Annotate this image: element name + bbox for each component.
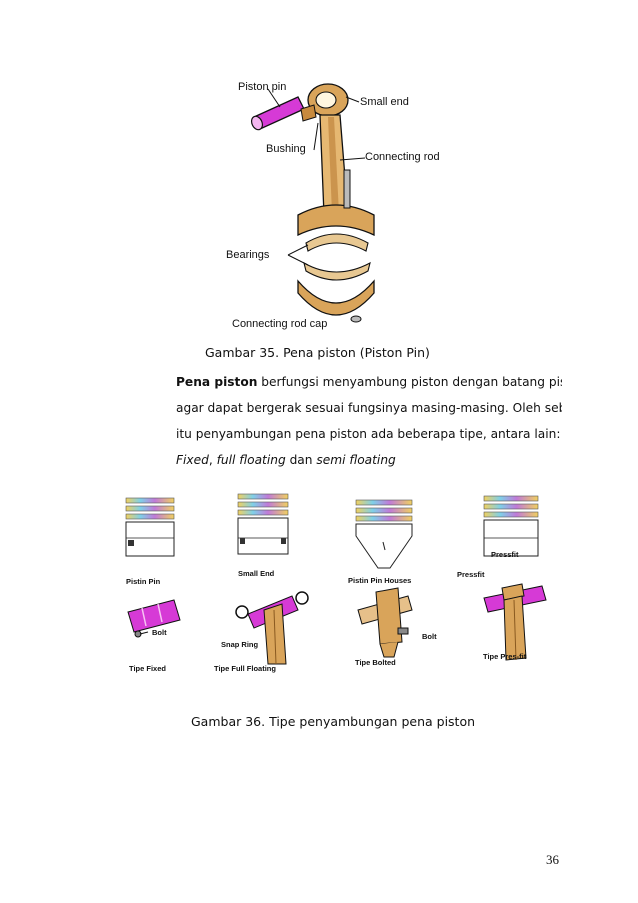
- figure-36-caption: Gambar 36. Tipe penyambungan pena piston: [191, 714, 476, 729]
- figure-piston-pin-types-illustration: [125, 493, 547, 665]
- paragraph-line-2: agar dapat bergerak sesuai fungsinya mas…: [176, 395, 562, 421]
- label-pressfit-mid: Pressfit: [457, 570, 485, 579]
- piston-pres-fit: [483, 495, 539, 557]
- label-tipe-fixed: Tipe Fixed: [129, 664, 166, 673]
- label-bolt-left: Bolt: [152, 628, 167, 637]
- label-pressfit-top: Pressfit: [491, 550, 519, 559]
- label-bearings: Bearings: [226, 249, 270, 261]
- label-tipe-bolted: Tipe Bolted: [355, 658, 396, 667]
- pin-pres-fit-drawing: [483, 583, 547, 661]
- paragraph-text: berfungsi menyambung piston dengan batan…: [261, 375, 562, 389]
- pin-fixed-drawing: [127, 599, 181, 638]
- pin-full-floating-drawing: [235, 591, 309, 665]
- leader-lines: [267, 88, 366, 266]
- rod-big-end-part: [297, 204, 375, 237]
- label-bolt-right: Bolt: [422, 632, 437, 641]
- paragraph-line-3: itu penyambungan pena piston ada beberap…: [176, 421, 562, 447]
- paragraph-text: itu penyambungan pena piston ada beberap…: [176, 427, 561, 441]
- paragraph-text: ,: [208, 453, 213, 467]
- label-tipe-pres-fit: Tipe Pres-fit: [483, 652, 527, 661]
- bearings-part: [303, 233, 371, 281]
- connecting-rod-cap-part: [297, 279, 375, 316]
- label-connecting-rod-cap: Connecting rod cap: [232, 318, 328, 330]
- small-end-part: [300, 83, 349, 122]
- pin-bolted-drawing: [357, 587, 413, 658]
- paragraph-line-4: Fixed, full floating dan semi floating: [176, 447, 562, 473]
- term-pena-piston: Pena piston: [176, 375, 258, 389]
- body-paragraph: Pena piston berfungsi menyambung piston …: [176, 369, 562, 473]
- label-small-end: Small end: [360, 96, 409, 108]
- label-pistin-pin: Pistin Pin: [126, 577, 161, 586]
- paragraph-line-1: Pena piston berfungsi menyambung piston …: [176, 369, 562, 395]
- figure-connecting-rod-illustration: [250, 83, 375, 323]
- label-pistin-pin-houses: Pistin Pin Houses: [348, 576, 412, 585]
- piston-full-floating: [237, 493, 289, 555]
- piston-fixed: [125, 497, 175, 557]
- label-bushing: Bushing: [266, 143, 306, 155]
- paragraph-text: agar dapat bergerak sesuai fungsinya mas…: [176, 401, 562, 415]
- piston-bolted: [355, 499, 413, 569]
- paragraph-italic: semi floating: [316, 453, 396, 467]
- label-piston-pin: Piston pin: [238, 81, 287, 93]
- figure-35-caption: Gambar 35. Pena piston (Piston Pin): [205, 345, 430, 360]
- paragraph-italic: Fixed: [176, 453, 209, 467]
- paragraph-italic: full floating: [216, 453, 286, 467]
- label-small-end-2: Small End: [238, 569, 275, 578]
- paragraph-text: dan: [289, 453, 313, 467]
- label-connecting-rod: Connecting rod: [365, 151, 440, 163]
- page-number: 36: [546, 852, 559, 867]
- piston-pin-part: [250, 96, 305, 131]
- label-tipe-full-floating: Tipe Full Floating: [214, 664, 276, 673]
- label-snap-ring: Snap Ring: [221, 640, 259, 649]
